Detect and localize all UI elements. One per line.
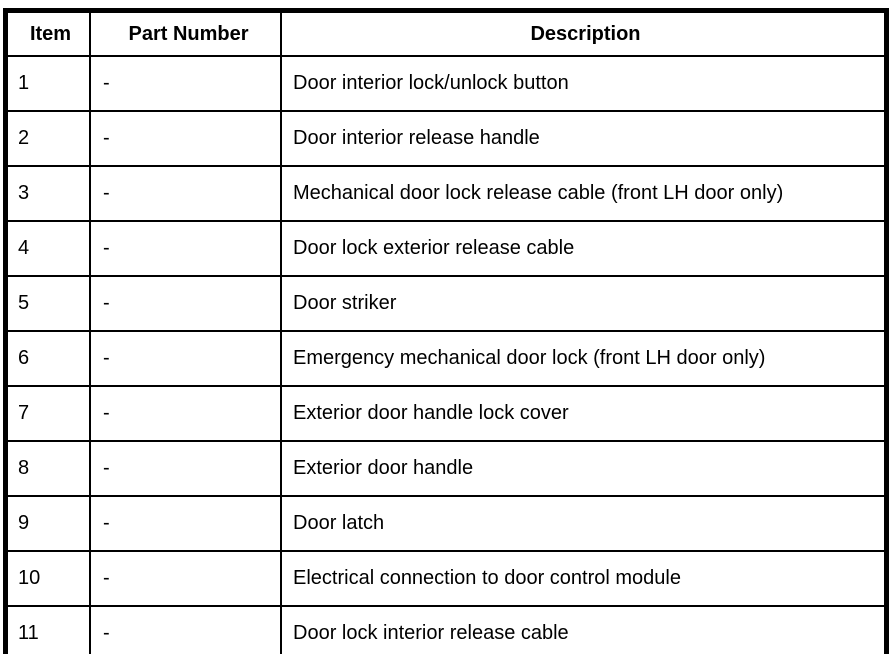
table-row: 9-Door latch [4,495,888,552]
cell-part-number: - [89,275,282,332]
cell-description: Exterior door handle [280,440,888,497]
cell-item: 1 [4,55,91,112]
cell-description: Exterior door handle lock cover [280,385,888,442]
cell-part-number: - [89,550,282,607]
header-cell-item: Item [4,9,91,57]
cell-part-number: - [89,495,282,552]
cell-description: Emergency mechanical door lock (front LH… [280,330,888,387]
cell-description: Electrical connection to door control mo… [280,550,888,607]
cell-part-number: - [89,605,282,654]
cell-description: Door striker [280,275,888,332]
cell-part-number: - [89,385,282,442]
cell-item: 9 [4,495,91,552]
table-row: 2-Door interior release handle [4,110,888,167]
cell-description: Door interior lock/unlock button [280,55,888,112]
table-row: 7-Exterior door handle lock cover [4,385,888,442]
cell-item: 5 [4,275,91,332]
cell-part-number: - [89,165,282,222]
table-row: 6-Emergency mechanical door lock (front … [4,330,888,387]
cell-item: 11 [4,605,91,654]
cell-description: Door lock exterior release cable [280,220,888,277]
table-row: 3-Mechanical door lock release cable (fr… [4,165,888,222]
header-row: Item Part Number Description [4,9,888,57]
cell-item: 8 [4,440,91,497]
table-row: 10-Electrical connection to door control… [4,550,888,607]
cell-description: Door latch [280,495,888,552]
cell-part-number: - [89,440,282,497]
table-row: 4-Door lock exterior release cable [4,220,888,277]
cell-item: 7 [4,385,91,442]
header-cell-description: Description [280,9,888,57]
parts-table: Item Part Number Description 1-Door inte… [3,8,889,654]
cell-description: Mechanical door lock release cable (fron… [280,165,888,222]
cell-part-number: - [89,330,282,387]
cell-item: 6 [4,330,91,387]
table-row: 1-Door interior lock/unlock button [4,55,888,112]
table-row: 11-Door lock interior release cable [4,605,888,654]
cell-description: Door interior release handle [280,110,888,167]
cell-part-number: - [89,55,282,112]
table-header: Item Part Number Description [4,9,888,57]
cell-description: Door lock interior release cable [280,605,888,654]
table-row: 8-Exterior door handle [4,440,888,497]
cell-part-number: - [89,220,282,277]
cell-item: 2 [4,110,91,167]
cell-part-number: - [89,110,282,167]
cell-item: 4 [4,220,91,277]
cell-item: 10 [4,550,91,607]
table-row: 5-Door striker [4,275,888,332]
cell-item: 3 [4,165,91,222]
header-cell-part-number: Part Number [89,9,282,57]
